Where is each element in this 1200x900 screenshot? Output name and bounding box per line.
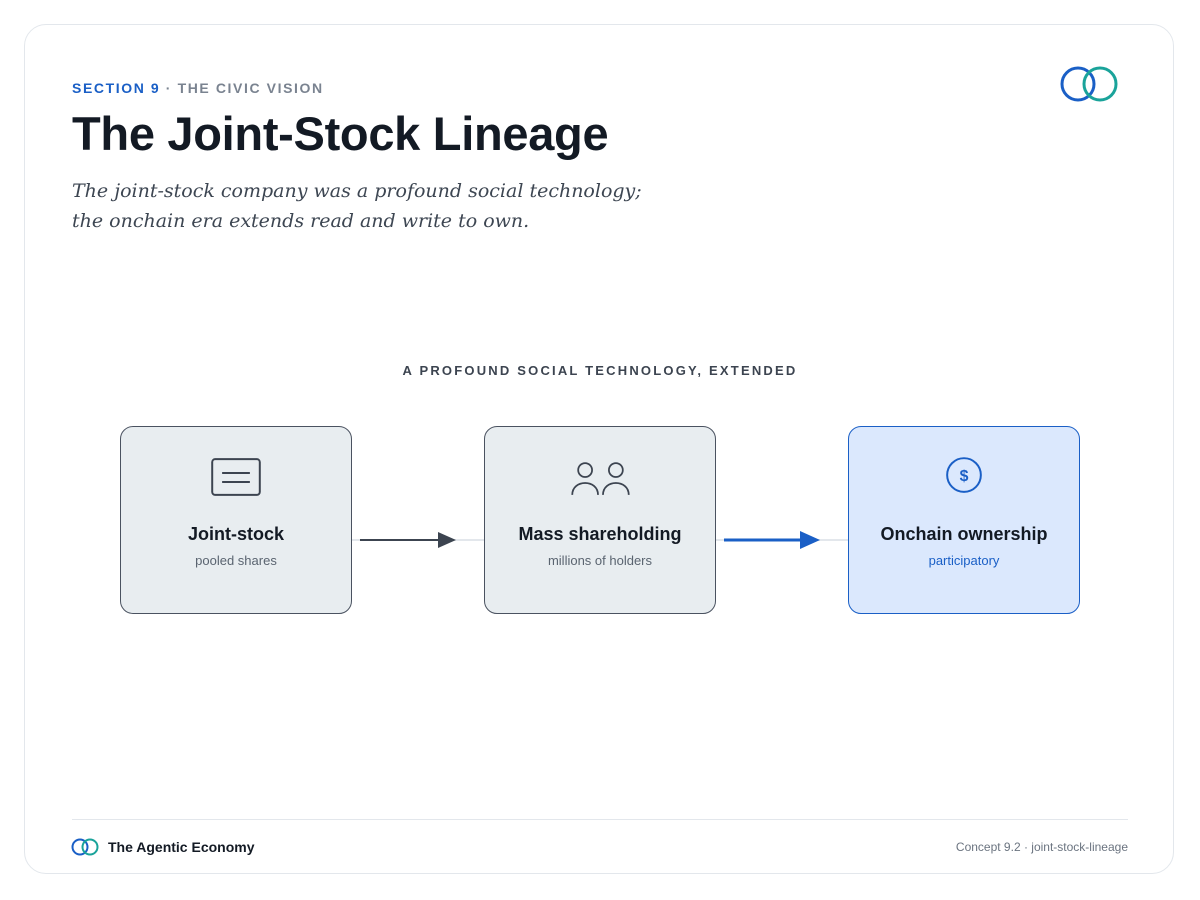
- subtitle-line-2: the onchain era extends read and write t…: [72, 210, 530, 232]
- node-subtitle: pooled shares: [195, 553, 277, 568]
- arrow-2-head: [800, 531, 820, 549]
- footer-brand: The Agentic Economy: [108, 839, 255, 855]
- diagram-label: A PROFOUND SOCIAL TECHNOLOGY, EXTENDED: [402, 363, 798, 378]
- linked-rings-small-icon: [71, 838, 99, 856]
- page-subtitle: The joint-stock company was a profound s…: [72, 176, 692, 236]
- node-onchain-ownership: $ Onchain ownership participatory: [848, 426, 1080, 614]
- node-title: Mass shareholding: [518, 524, 682, 544]
- arrow-1-head: [438, 532, 456, 548]
- certificate-icon: [211, 458, 261, 496]
- dollar-coin-icon: $: [946, 457, 982, 493]
- footer-meta: Concept 9.2 · joint-stock-lineage: [955, 840, 1128, 854]
- footer-divider: [72, 819, 1128, 820]
- node-mass-shareholding: Mass shareholding millions of holders: [484, 426, 716, 614]
- node-subtitle: millions of holders: [547, 553, 653, 568]
- subtitle-line-1: The joint-stock company was a profound s…: [72, 180, 642, 202]
- page-title: The Joint-Stock Lineage: [72, 107, 609, 160]
- node-subtitle: participatory: [928, 553, 1000, 568]
- svg-text:$: $: [960, 468, 969, 485]
- node-title: Joint-stock: [187, 524, 284, 544]
- people-icon: [571, 462, 630, 496]
- section-topic: THE CIVIC VISION: [177, 80, 324, 96]
- linked-rings-logo-icon: [1060, 66, 1118, 102]
- section-eyebrow: SECTION 9 · THE CIVIC VISION: [72, 80, 324, 96]
- node-title: Onchain ownership: [880, 524, 1048, 544]
- eyebrow-separator: ·: [160, 80, 178, 96]
- node-joint-stock: Joint-stock pooled shares: [120, 426, 352, 614]
- section-number: SECTION 9: [72, 80, 161, 96]
